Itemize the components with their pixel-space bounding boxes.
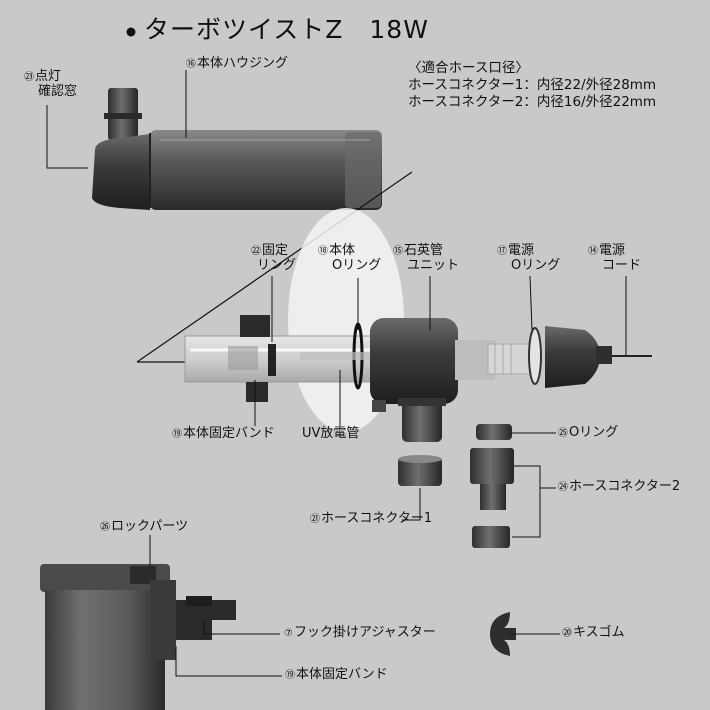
- label-p25: ㉕Oリング: [558, 425, 619, 440]
- body-cylinder: [40, 564, 236, 710]
- label-uv-lamp: UV放電管: [302, 426, 360, 441]
- label-p20: ⑳キスゴム: [562, 625, 625, 640]
- label-p19-bottom: ⑲本体固定バンド: [285, 667, 388, 682]
- label-p24: ㉔ホースコネクター2: [558, 479, 681, 494]
- label-p17: ⑰電源 Oリング: [497, 243, 561, 273]
- hose-connector-2: [470, 448, 514, 548]
- guide-line-upper: [136, 171, 413, 363]
- quartz-tube-unit: [370, 318, 531, 442]
- hose-spec-block: 〈適合ホース口径〉 ホースコネクター1：内径22/外径28mm ホースコネクター…: [408, 60, 656, 111]
- page-title: ターボツイストZ 18W: [144, 15, 429, 44]
- main-housing: [92, 88, 382, 210]
- label-p21: ㉑ホースコネクター1: [310, 511, 433, 526]
- label-p15: ⑮石英管 ユニット: [393, 243, 460, 273]
- label-p18: ⑱本体 Oリング: [318, 243, 382, 273]
- leader-lines: [46, 70, 627, 677]
- label-p22: ㉒固定 リング: [251, 243, 297, 273]
- label-p7: ⑦フック掛けアジャスター: [284, 625, 436, 640]
- title-bullet: [126, 27, 136, 37]
- o-ring-25: [476, 424, 512, 440]
- label-p23: ㉓点灯 確認窓: [24, 69, 78, 99]
- hose-spec-line-1: ホースコネクター1：内径22/外径28mm: [408, 77, 657, 93]
- label-p16: ⑯本体ハウジング: [186, 56, 289, 71]
- hose-spec-heading: 〈適合ホース口径〉: [408, 60, 529, 76]
- label-p14: ⑭電源 コード: [588, 243, 642, 273]
- label-p26: ㉖ロックパーツ: [100, 519, 189, 534]
- label-p19-top: ⑲本体固定バンド: [172, 426, 275, 441]
- hose-spec-line-2: ホースコネクター2：内径16/外径22mm: [408, 94, 657, 110]
- quartz-tube-assembly: [184, 315, 376, 402]
- power-cord-cap: [545, 326, 652, 388]
- hose-connector-1: [398, 455, 442, 486]
- power-o-ring: [528, 327, 542, 385]
